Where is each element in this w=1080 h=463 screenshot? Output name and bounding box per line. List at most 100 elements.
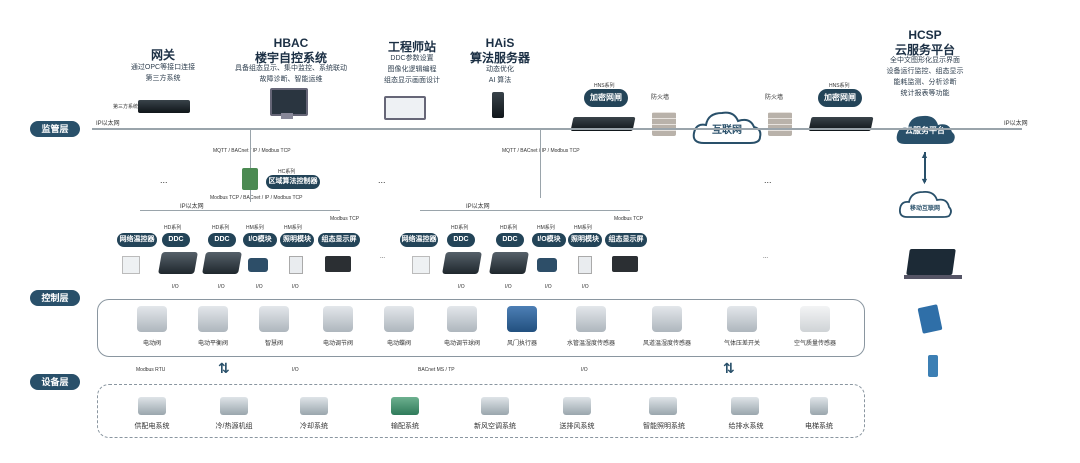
group1-ddc2-series: HD系列 [212, 225, 230, 231]
group2-bus [420, 210, 630, 211]
air-quality-sensor-icon [800, 306, 830, 332]
ellipsis-2: ... [378, 175, 386, 185]
internet-label: 互联网 [712, 125, 742, 136]
group1-screen-label: 组态显示屏 [318, 233, 360, 247]
hais-line-1: 动态优化 [486, 66, 514, 73]
damper-actuator-icon [507, 306, 537, 332]
hcsp-line-2: 设备运行监控、组态显示 [886, 68, 964, 75]
gateway-line-1: 通过OPC等接口连接 [130, 64, 196, 71]
workstation-line-2: 图像化逻辑编程 [387, 66, 437, 73]
group2-light-series: HM系列 [574, 225, 592, 231]
ellipsis-3: ... [764, 175, 772, 185]
firewall-right-icon [768, 112, 792, 136]
io-label-5: I/O [458, 284, 465, 290]
hais-subtitle: 算法服务器 [469, 51, 530, 65]
layer-control: 控制层 [30, 290, 80, 306]
pump-icon [391, 397, 419, 415]
pressure-switch-icon [727, 306, 757, 332]
field-device-7: 风门执行器 [506, 341, 537, 347]
mobile-internet-cloud-icon [898, 191, 952, 218]
field-device-10: 气体压差开关 [723, 341, 760, 347]
group2-ddc2-label: DDC [496, 233, 524, 247]
elevator-icon [810, 397, 828, 415]
smart-valve-icon [259, 306, 289, 332]
group2-io-icon [537, 258, 557, 272]
hcsp-line-1: 全中文图形化显示界面 [890, 57, 960, 64]
cooling-tower-icon [300, 397, 328, 415]
io-label-8: I/O [582, 284, 589, 290]
gateway-title: 网关 [150, 48, 175, 62]
group2-screen-label: 组态显示屏 [605, 233, 647, 247]
ip-ethernet-right: IP以太网 [1004, 121, 1028, 127]
ellipsis-5: ... [763, 254, 769, 260]
hais-line-2: AI 算法 [488, 77, 512, 84]
protocol-bacnet-ms-tp: BACnet MS / TP [418, 367, 455, 373]
laptop-base-icon [904, 275, 962, 279]
ball-valve-icon [447, 306, 477, 332]
control-valve-icon [323, 306, 353, 332]
system-5: 新风空调系统 [474, 423, 516, 430]
workstation-title: 工程师站 [387, 40, 436, 54]
group2-ddc2-icon [489, 252, 529, 274]
hc-series-label: HC系列 [278, 169, 296, 175]
duct-sensor-icon [652, 306, 682, 332]
io-label-1: I/O [172, 284, 179, 290]
protocol-modbus-rtu: Modbus RTU [136, 367, 166, 373]
group1-screen-series: Modbus TCP [330, 216, 360, 222]
encrypt-gateway-left: 加密网闸 [584, 89, 628, 107]
layer-device: 设备层 [30, 374, 80, 390]
monitor-stand-icon [281, 113, 293, 119]
hbac-subtitle: 楼宇自控系统 [254, 51, 327, 65]
hc-controller-label: 区域算法控制器 [266, 175, 320, 189]
system-1: 供配电系统 [134, 423, 170, 430]
ellipsis-4: ... [380, 254, 386, 260]
group2-ddc1-icon [442, 252, 482, 274]
hcsp-title: HCSP [908, 28, 942, 42]
ellipsis-1: ... [160, 175, 168, 185]
algorithm-server-icon [492, 92, 504, 118]
hc-controller-icon [242, 168, 258, 190]
ventilation-icon [563, 397, 591, 415]
balancing-valve-icon [198, 306, 228, 332]
field-device-6: 电动调节球阀 [443, 341, 480, 347]
io-label-9: I/O [292, 367, 299, 373]
group2-light-label: 照明模块 [568, 233, 602, 247]
io-label-2: I/O [218, 284, 225, 290]
power-system-icon [138, 397, 166, 415]
field-device-4: 电动调节阀 [322, 341, 353, 347]
third-party-label: 第三方系统 [113, 104, 139, 110]
group2-thermostat-icon [412, 256, 430, 274]
gateway-device-icon [138, 100, 190, 113]
group1-ddc1-icon [158, 252, 198, 274]
field-device-8: 水管温湿度传感器 [566, 341, 615, 347]
hns-label-right: HNS系列 [829, 83, 850, 89]
group1-screen-icon [325, 256, 351, 272]
layer-management: 监管层 [30, 121, 80, 137]
motorized-valve-icon [137, 306, 167, 332]
field-devices-panel [97, 299, 865, 357]
updown-arrow-left-icon: ⇅ [218, 360, 230, 376]
firewall-left-icon [652, 112, 676, 136]
group1-io-series: HM系列 [246, 225, 264, 231]
water-supply-icon [731, 397, 759, 415]
gateway-line-2: 第三方系统 [145, 75, 181, 82]
pipe-sensor-icon [576, 306, 606, 332]
system-7: 智能照明系统 [643, 423, 685, 430]
laptop-client-icon [906, 249, 956, 275]
hbac-line-1: 具备组态显示、集中监控、系统联动 [235, 65, 347, 72]
internet-cloud-icon [692, 111, 762, 144]
system-8: 给排水系统 [728, 423, 764, 430]
group2-io-label: I/O模块 [532, 233, 566, 247]
firewall-label-right: 防火墙 [765, 95, 784, 101]
fresh-air-icon [481, 397, 509, 415]
system-6: 送排风系统 [559, 423, 595, 430]
group1-ddc2-label: DDC [208, 233, 236, 247]
group2-screen-icon [612, 256, 638, 272]
arrow-up-icon: ▲ [920, 150, 929, 160]
ip-ethernet-group2: IP以太网 [466, 204, 490, 210]
hns-label-left: HNS系列 [594, 83, 615, 89]
hc-down-line [250, 190, 251, 202]
hcsp-line-4: 统计报表等功能 [900, 90, 950, 97]
hcsp-subtitle: 云服务平台 [894, 43, 955, 57]
ip-ethernet-group1: IP以太网 [180, 204, 204, 210]
